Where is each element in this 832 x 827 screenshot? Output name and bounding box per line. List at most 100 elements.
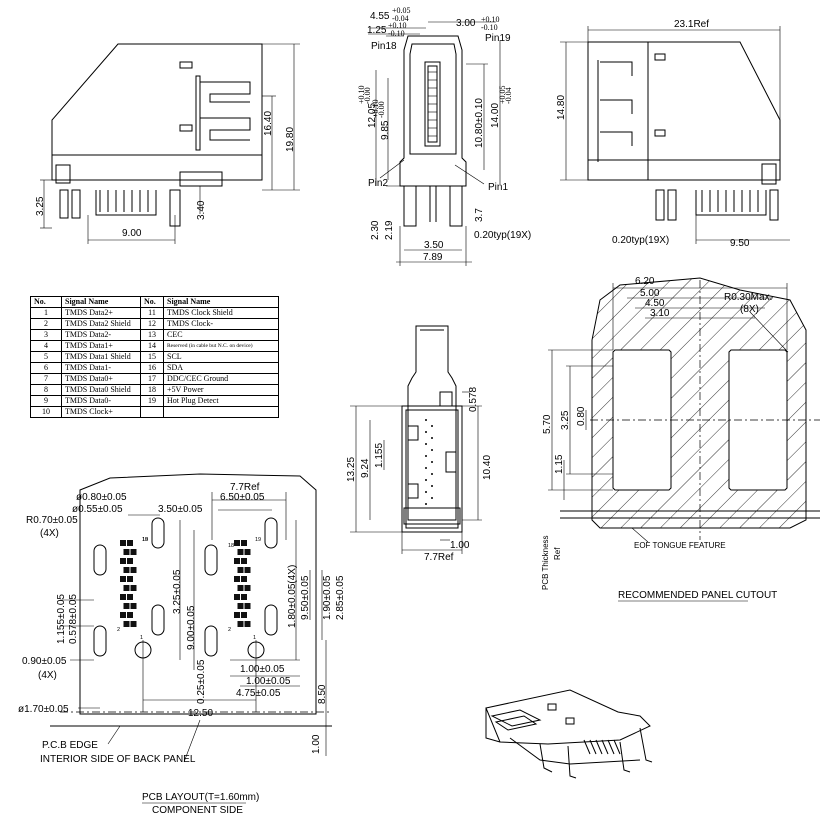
smd-pad [127, 540, 133, 546]
col-no-2: No. [140, 296, 164, 308]
dim-1-90: 1.90±0.05 [322, 575, 333, 620]
dim-9-00: 9.00 [122, 228, 142, 239]
dim-0-80: 0.80 [576, 406, 587, 426]
smd-pad [234, 576, 240, 582]
smd-pad [120, 576, 126, 582]
dim-19-80: 19.80 [285, 127, 296, 152]
table-cell-signal: TMDS Data2 Shield [61, 318, 141, 330]
tol-down-3-00: -0.10 [481, 23, 498, 32]
top-left-view: 16.40 19.80 3.25 3.40 9.00 [35, 43, 300, 244]
table-cell-signal: CEC [163, 329, 279, 341]
tol-down-4-55: -0.04 [392, 14, 409, 23]
pcb-edge-note: P.C.B EDGE [42, 740, 98, 751]
smd-pad [244, 549, 251, 555]
table-cell-signal: TMDS Data1- [61, 362, 141, 374]
tol-up-12-05: +0.10 [357, 85, 366, 104]
table-cell-no: 9 [30, 395, 62, 407]
table-cell-no: 8 [30, 384, 62, 396]
table-cell-no: 19 [140, 395, 164, 407]
table-cell-no: 7 [30, 373, 62, 385]
smd-pad [123, 621, 130, 627]
col-no-1: No. [30, 296, 62, 308]
end-view: 0.578 13.25 9.24 1.155 10.40 7.7Ref 1.00 [346, 325, 493, 563]
dim-7-7ref: 7.7Ref [424, 552, 454, 563]
dim-0-20typ: 0.20typ(19X) [474, 230, 531, 241]
dim-4x-r: (4X) [40, 528, 59, 539]
pin-label-2-right: 2 [228, 627, 231, 633]
dim-0-90: 0.90±0.05 [22, 656, 67, 667]
table-cell-no: 14 [140, 340, 164, 352]
pin-label-2-left: 2 [117, 627, 120, 633]
smd-pad [130, 549, 137, 555]
dim-10-40: 10.40 [482, 455, 493, 480]
smd-pad [237, 621, 244, 627]
table-cell-no: 3 [30, 329, 62, 341]
table-cell-signal: SCL [163, 351, 279, 363]
table-cell-signal: SDA [163, 362, 279, 374]
dim-6-20: 6.20 [635, 276, 655, 287]
pin-label-19-right: 19 [255, 537, 261, 543]
table-cell-signal: Reserved (in cable but N.C. on device) [163, 340, 279, 352]
smd-pad [120, 612, 126, 618]
smd-pad [123, 603, 130, 609]
smd-pad [123, 549, 130, 555]
table-cell-signal: TMDS Data0+ [61, 373, 141, 385]
pin-label-1-right: 1 [253, 635, 256, 641]
smd-pad [244, 621, 251, 627]
dim-r0-70: R0.70±0.05 [26, 515, 78, 526]
smd-pad [244, 585, 251, 591]
dim-13-25: 13.25 [346, 457, 357, 482]
table-cell-no: 2 [30, 318, 62, 330]
table-cell-signal: TMDS Data1+ [61, 340, 141, 352]
dim-1-15: 1.15 [554, 454, 565, 474]
dim-4x-090: (4X) [38, 670, 57, 681]
dim-0-25: 0.25±0.05 [196, 659, 207, 704]
dim-4-75: 4.75±0.05 [236, 688, 281, 699]
tol-up-4-55: +0.05 [392, 6, 411, 15]
panel-cutout: 6.20 5.00 4.50 3.10 R0.30Max. (8X) 5.70 … [541, 276, 820, 602]
dim-5-70: 5.70 [542, 414, 553, 434]
tol-down-9-85: -0.00 [377, 101, 386, 118]
smd-pad [123, 585, 130, 591]
table-cell-no: 1 [30, 307, 62, 319]
dim-12-05: 12.05 [367, 103, 378, 128]
dim-3-10: 3.10 [650, 308, 670, 319]
table-cell-signal: TMDS Data0- [61, 395, 141, 407]
dim-2-85: 2.85±0.05 [335, 575, 346, 620]
smd-pad [234, 558, 240, 564]
dim-1-00-a: 1.00±0.05 [240, 664, 285, 675]
dim-1-00-edge: 1.00 [311, 734, 322, 754]
smd-pad [241, 612, 247, 618]
smd-pad [234, 594, 240, 600]
table-cell-signal: Hot Plug Detect [163, 395, 279, 407]
dim-phi-0-55: ø0.55±0.05 [72, 504, 123, 515]
smd-pad [120, 540, 126, 546]
smd-pad [244, 567, 251, 573]
dim-1-155: 1.155 [374, 443, 385, 468]
dim-9-50-pcb: 9.50±0.05 [300, 575, 311, 620]
smd-pad [130, 621, 137, 627]
dim-1-00-end: 1.00 [450, 540, 470, 551]
front-view: 4.55 +0.05 -0.04 1.25 +0.10 -0.10 3.00 +… [357, 6, 531, 266]
dim-12-50: 12.50 [188, 708, 213, 719]
dim-0-20typ-side: 0.20typ(19X) [612, 235, 669, 246]
smd-pad [120, 594, 126, 600]
table-cell-signal: TMDS Data0 Shield [61, 384, 141, 396]
smd-pad [127, 594, 133, 600]
pin18-label: Pin18 [371, 41, 397, 52]
dim-5-00: 5.00 [640, 288, 660, 299]
table-cell-signal: +5V Power [163, 384, 279, 396]
dim-0-578-pcb: 0.578±0.05 [68, 594, 79, 644]
dim-phi-1-70: ø1.70±0.05 [18, 704, 69, 715]
dim-6-50: 6.50±0.05 [220, 492, 265, 503]
dim-3-25-cut: 3.25 [560, 410, 571, 430]
tol-up-9-85: +0.10 [371, 99, 380, 118]
